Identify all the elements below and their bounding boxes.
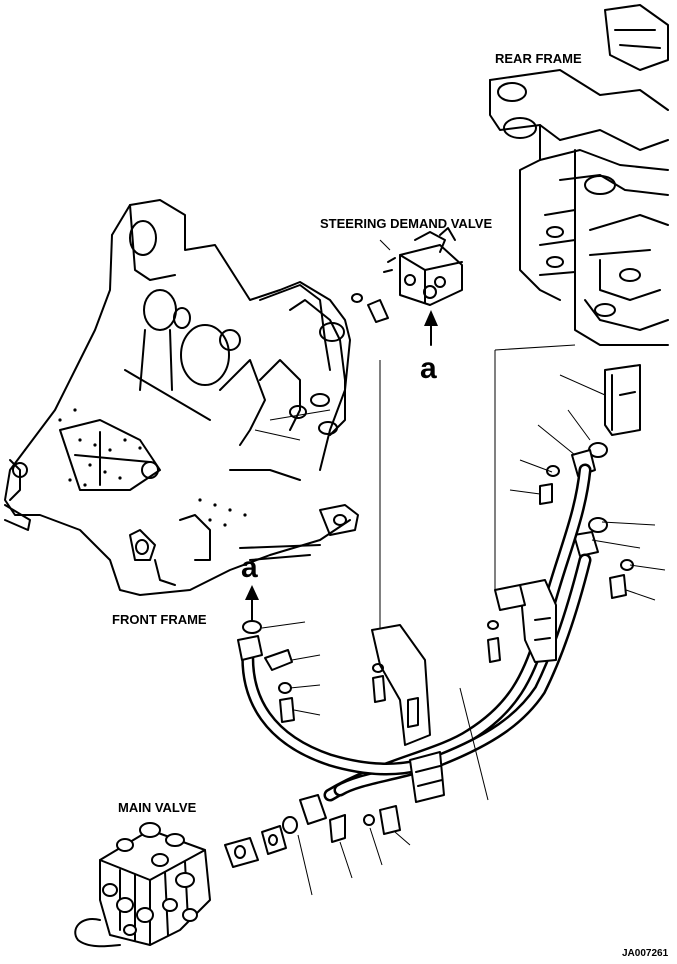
main-valve-drawing — [74, 822, 287, 948]
rear-frame-drawing — [489, 4, 669, 590]
rear-frame-label: REAR FRAME — [495, 51, 582, 66]
hydraulic-hoses — [241, 463, 592, 802]
view-a-arrow-bottom — [245, 585, 259, 621]
front-frame-label: FRONT FRAME — [112, 612, 207, 627]
right-fittings-drawing — [509, 364, 666, 601]
steering-demand-valve-label: STEERING DEMAND VALVE — [320, 216, 492, 231]
view-a-marker-top: a — [420, 352, 437, 385]
drawing-code: JA007261 — [622, 948, 669, 959]
steering-demand-valve-drawing — [351, 227, 463, 346]
view-a-marker-bottom: a — [241, 551, 258, 584]
main-valve-label: MAIN VALVE — [118, 800, 197, 815]
front-frame-drawing — [4, 199, 381, 640]
brackets-clamps — [237, 579, 557, 896]
